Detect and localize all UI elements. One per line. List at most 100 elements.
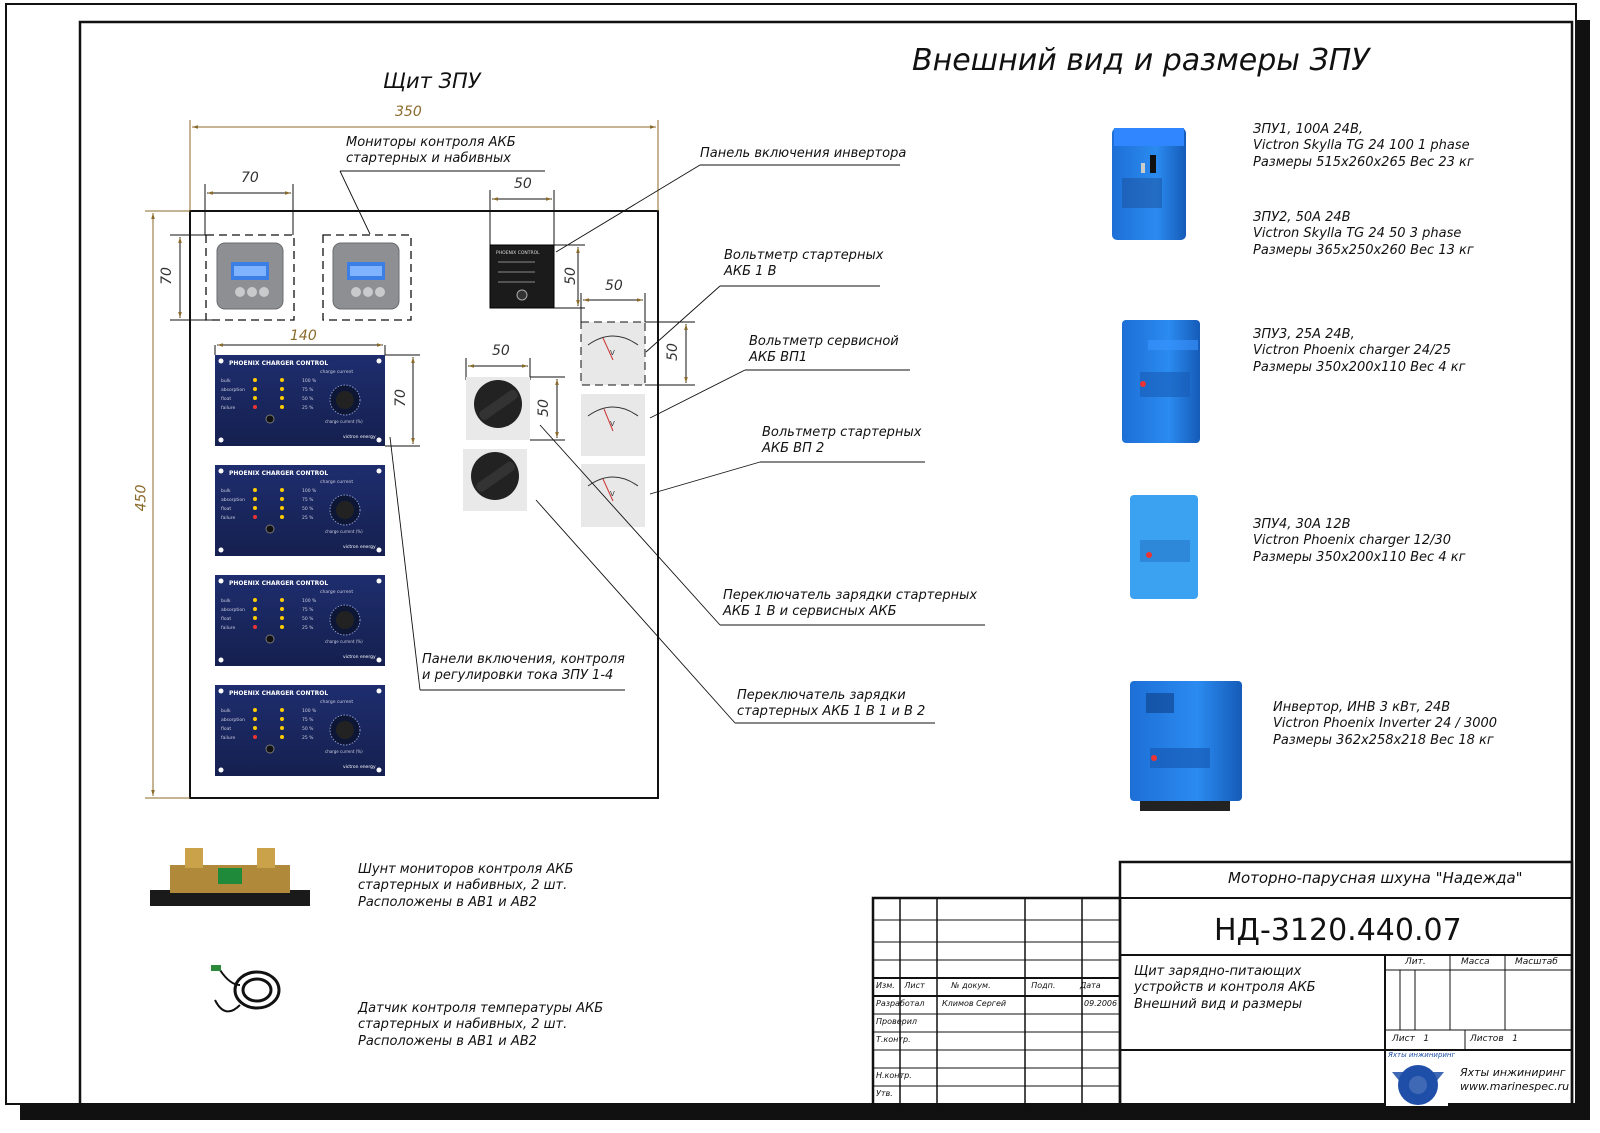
stamp-role-4: Н.контр. [876, 1071, 912, 1080]
control-row-label: failure [221, 405, 235, 411]
battery-monitor-1 [205, 234, 295, 321]
control-row-label: bulk [221, 488, 231, 494]
rotary-switch-1 [466, 377, 530, 440]
stamp-role-1: Разработал [876, 999, 925, 1008]
stamp-sheets: Листов 1 [1470, 1034, 1518, 1044]
voltmeter-1: V [580, 321, 646, 386]
dim-panel-w: 50 [514, 176, 532, 192]
device-phoenix-12-30-picture [1130, 495, 1198, 599]
stamp-date: 09.2006 [1084, 999, 1118, 1008]
battery-monitor-2 [322, 234, 412, 321]
control-knob-label: charge current (%) [325, 749, 363, 754]
device-inverter-picture [1130, 681, 1242, 811]
control-row-label: failure [221, 625, 235, 631]
control-header: PHOENIX CHARGER CONTROL [229, 690, 328, 697]
control-pct-label: 75 % [302, 387, 314, 393]
control-pct-label: 100 % [302, 488, 317, 494]
panel-title: Щит ЗПУ [383, 69, 481, 93]
control-header: PHOENIX CHARGER CONTROL [229, 470, 328, 477]
control-pct-label: 25 % [302, 625, 314, 631]
dimension-width [189, 120, 659, 211]
charger-control-panel-2: PHOENIX CHARGER CONTROL charge current bul… [215, 465, 385, 556]
dim-switch-h: 50 [535, 399, 552, 417]
control-sub: charge current [320, 369, 353, 375]
voltmeter-dimensions [580, 293, 695, 386]
control-brand: victron energy [343, 654, 376, 660]
dim-width: 350 [395, 104, 422, 120]
inverter-panel-header: PHOENIX CONTROL [496, 250, 540, 256]
stamp-row-labels: Изм. Лист № докум. Подп. Дата [876, 981, 1101, 990]
control-brand: victron energy [343, 434, 376, 440]
control-dimensions [214, 343, 420, 447]
firm-logo [1386, 1052, 1448, 1106]
stamp-sheet: Лист 1 [1392, 1034, 1430, 1044]
control-pct-label: 50 % [302, 396, 314, 402]
svg-text:V: V [610, 349, 615, 357]
dim-monitor-h: 70 [158, 267, 175, 285]
device-skylla-picture [1112, 128, 1186, 240]
dim-panel-h: 50 [562, 267, 579, 285]
device-3-text: ЗПУ3, 25А 24В,Victron Phoenix charger 24… [1253, 327, 1466, 375]
control-row-label: failure [221, 515, 235, 521]
dim-height: 450 [133, 484, 150, 512]
device-phoenix-24-25-picture [1122, 320, 1200, 443]
dim-switch-w: 50 [492, 343, 510, 359]
stamp-role-3: Т.контр. [876, 1035, 911, 1044]
control-pct-label: 75 % [302, 497, 314, 503]
inverter-control-panel [489, 190, 585, 309]
control-brand: victron energy [343, 544, 376, 550]
panel-outline [189, 210, 659, 799]
stamp-role-2: Проверил [876, 1017, 918, 1026]
control-pct-label: 100 % [302, 598, 317, 604]
control-row-label: absorption [221, 387, 245, 393]
control-knob-label: charge current (%) [325, 529, 363, 534]
voltmeter-2: V [581, 394, 645, 456]
stamp-organization: Моторно-парусная шхуна "Надежда" [1228, 869, 1523, 887]
voltmeter-3: V [581, 464, 645, 527]
control-pct-label: 100 % [302, 708, 317, 714]
svg-text:V: V [610, 420, 615, 428]
control-sub: charge current [320, 479, 353, 485]
control-pct-label: 25 % [302, 735, 314, 741]
stamp-doc-code: НД-3120.440.07 [1214, 913, 1462, 948]
control-knob-label: charge current (%) [325, 419, 363, 424]
control-pct-label: 75 % [302, 717, 314, 723]
dim-control-w: 140 [290, 328, 317, 344]
control-row-label: absorption [221, 607, 245, 613]
stamp-col-scale: Масштаб [1515, 957, 1558, 967]
control-row-label: absorption [221, 717, 245, 723]
control-row-label: bulk [221, 708, 231, 714]
dim-voltmeter-w: 50 [605, 278, 623, 294]
control-pct-label: 50 % [302, 506, 314, 512]
control-pct-label: 50 % [302, 616, 314, 622]
stamp-role-5: Утв. [876, 1089, 893, 1098]
stamp-col-lit: Лит. [1405, 957, 1426, 967]
control-pct-label: 25 % [302, 405, 314, 411]
charger-control-panels: PHOENIX CHARGER CONTROL charge current bul… [215, 355, 385, 776]
control-row-label: failure [221, 735, 235, 741]
svg-text:V: V [610, 490, 615, 498]
stamp-author: Климов Сергей [942, 999, 1007, 1008]
control-row-label: absorption [221, 497, 245, 503]
control-row-label: float [221, 506, 231, 512]
device-1-text: ЗПУ1, 100А 24В,Victron Skylla TG 24 100 … [1253, 122, 1474, 170]
dim-voltmeter-h: 50 [664, 343, 681, 361]
control-row-label: float [221, 616, 231, 622]
stamp-col-mass: Масса [1461, 957, 1490, 967]
control-sub: charge current [320, 589, 353, 595]
shunt-picture [150, 848, 310, 906]
